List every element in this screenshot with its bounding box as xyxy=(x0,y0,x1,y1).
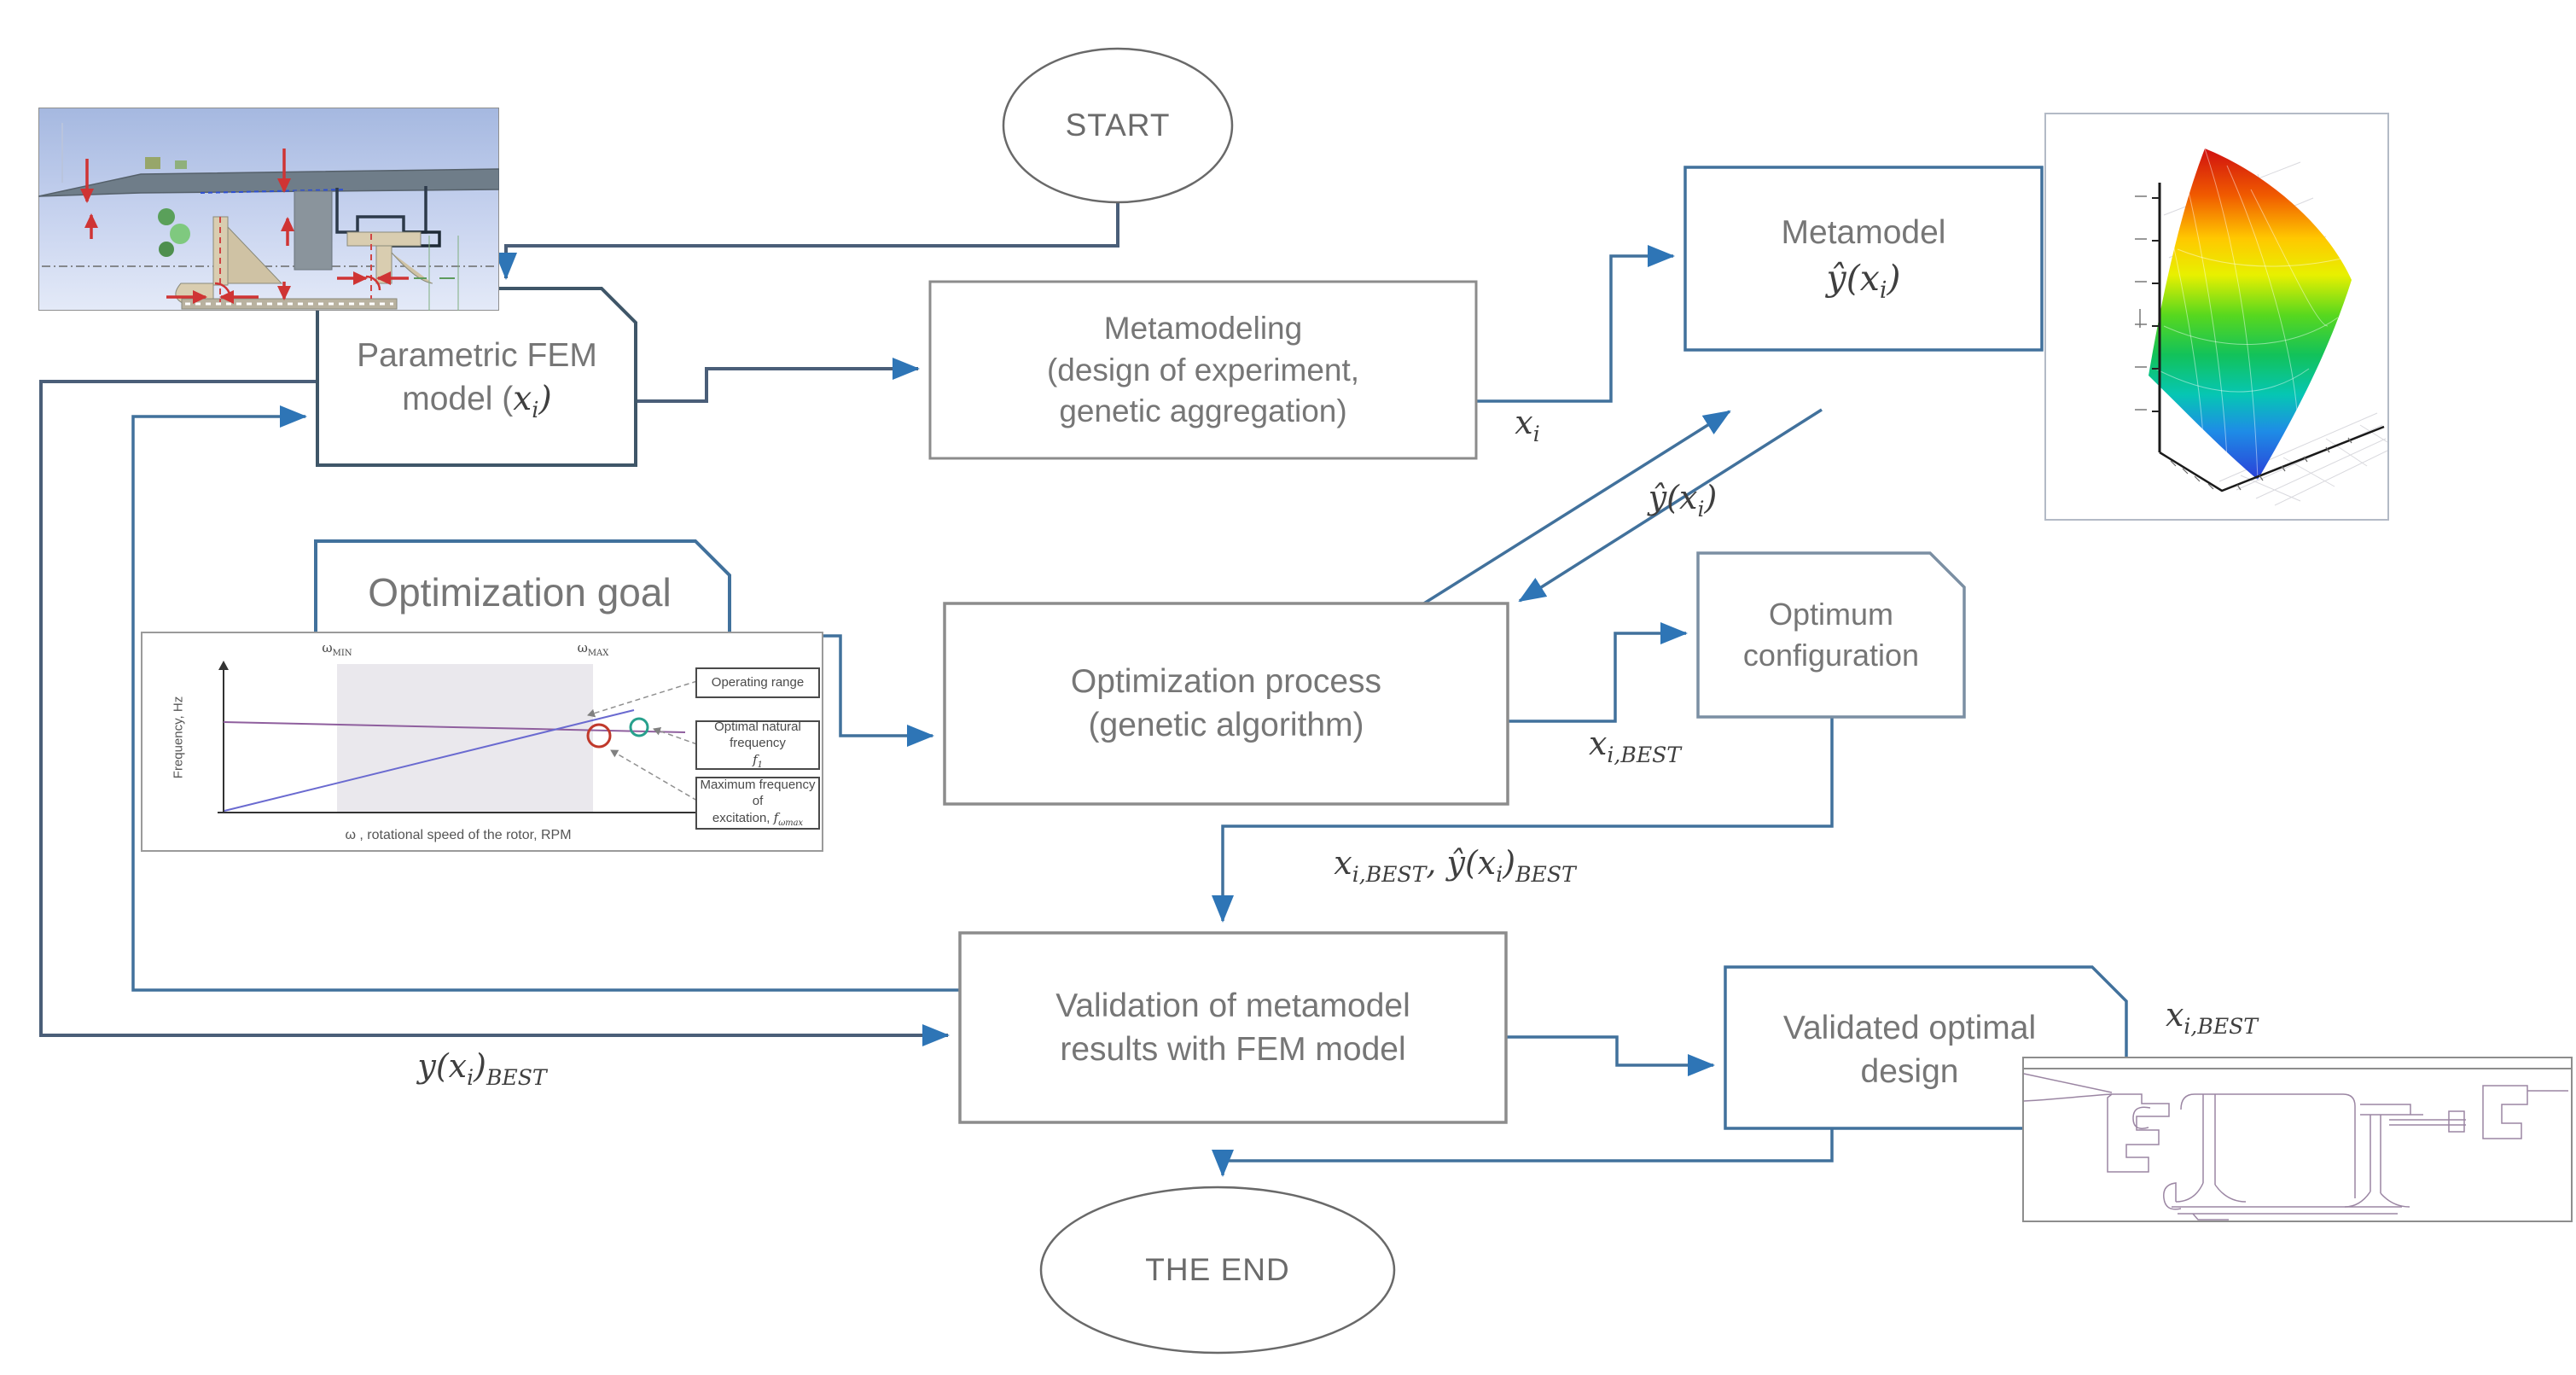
band-max-label: ωMAX xyxy=(577,640,609,658)
goal-chart-image: ωMIN ωMAX Frequency, Hz ω , rotational s… xyxy=(141,632,823,852)
excitation-frequency-line xyxy=(224,709,635,812)
start-label: START xyxy=(1065,107,1171,143)
node-optimization-goal: Optimization goal xyxy=(368,569,672,615)
edge-label-xi: xi xyxy=(1515,404,1540,446)
edge-label-xi-best-pair: xi,BEST, ŷ(xi)BEST xyxy=(1334,844,1576,887)
metamodeling-box-shape xyxy=(928,280,1478,460)
edge-fem-to-metamodeling xyxy=(636,358,920,403)
node-start: START xyxy=(1003,91,1232,160)
node-optimization-process: Optimization process (genetic algorithm) xyxy=(1070,662,1382,743)
edge-fem-to-validation-loop xyxy=(39,380,950,1046)
edge-process-to-optimum xyxy=(1508,622,1688,723)
callout-operating-range: Operating range xyxy=(695,667,820,698)
operating-range-band xyxy=(337,664,593,813)
edge-yhat-diagonal xyxy=(1518,408,1823,603)
edge-optimum-to-validation xyxy=(1212,717,1834,923)
edge-start-to-fem xyxy=(495,202,1119,280)
edge-validation-to-validated xyxy=(1506,1035,1715,1076)
optimum-configuration-box-shape xyxy=(1696,551,1966,719)
edge-validated-to-end xyxy=(1212,1128,1834,1177)
parametric-fem-box-shape xyxy=(316,287,637,467)
surface-plot-image xyxy=(2044,113,2389,521)
edge-metamodeling-to-metamodel xyxy=(1476,245,1675,403)
end-ellipse-shape xyxy=(1039,1186,1396,1355)
optimal-frequency-marker xyxy=(629,717,649,737)
node-metamodeling: Metamodeling (design of experiment, gene… xyxy=(1046,310,1360,429)
node-end: THE END xyxy=(1145,1251,1290,1287)
node-metamodel: Metamodel ŷ(xi) xyxy=(1781,214,1946,304)
band-min-label: ωMIN xyxy=(322,640,352,658)
validation-box-shape xyxy=(958,931,1508,1124)
node-optimum-configuration: Optimum configuration xyxy=(1742,597,1920,673)
excitation-crossing-marker xyxy=(586,723,612,749)
edge-xi-diagonal xyxy=(1403,410,1731,618)
callout-optimal-natural-frequency: Optimal natural frequency f1 xyxy=(695,720,820,770)
edge-label-xi-best-out: xi,BEST xyxy=(2165,996,2259,1039)
chart-xlabel: ω , rotational speed of the rotor, RPM xyxy=(345,828,572,842)
callout-maximum-excitation-frequency: Maximum frequency of excitation, fωmax xyxy=(695,777,820,830)
node-validated-design: Validated optimal design xyxy=(1782,1009,2037,1090)
node-parametric-fem: Parametric FEM model (xi) xyxy=(357,336,597,424)
cad-drawing-image xyxy=(2022,1057,2573,1222)
chart-ylabel: Frequency, Hz xyxy=(171,696,186,779)
edge-validation-to-fem-loop xyxy=(131,405,960,992)
optimization-process-box-shape xyxy=(943,602,1509,806)
edge-label-yhat-xi: ŷ(xi) xyxy=(1648,479,1718,521)
fem-model-image xyxy=(38,107,500,317)
start-ellipse-shape xyxy=(1002,47,1234,204)
edge-label-y-xi-best: y(xi)BEST xyxy=(417,1047,547,1090)
node-validation: Validation of metamodel results with FEM… xyxy=(1055,987,1410,1068)
metamodel-box-shape xyxy=(1683,166,2044,352)
edge-label-xi-best: xi,BEST xyxy=(1588,725,1682,767)
